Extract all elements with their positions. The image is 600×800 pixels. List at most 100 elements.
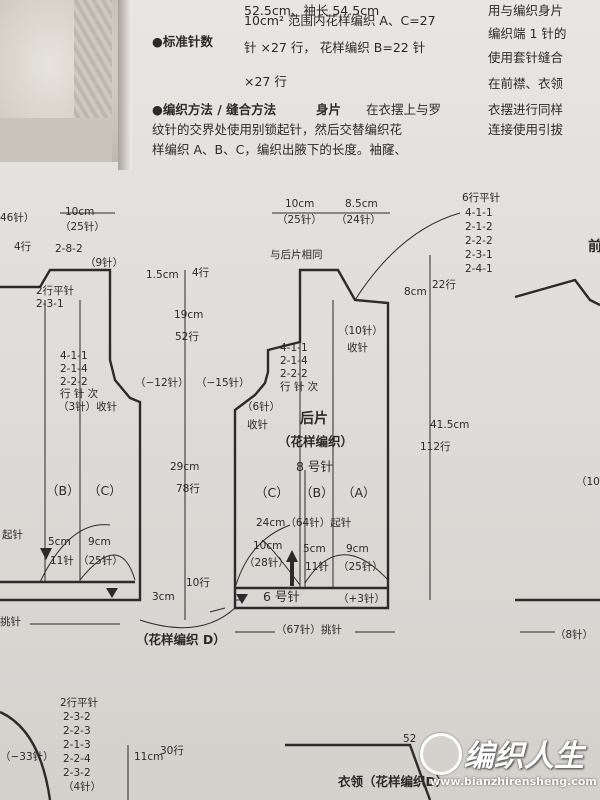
skirt	[0, 118, 112, 162]
shoulder-sched-4: 2-3-1	[465, 249, 493, 261]
method-part: 身片	[316, 102, 342, 117]
sleeve-sched-3: 2-1-3	[63, 739, 91, 751]
minus-15: （−15针）	[196, 377, 250, 389]
right-line-1: 用与编织身片	[488, 3, 564, 18]
front-shoulder: 2-8-2	[55, 243, 83, 255]
book-spine-shadow	[118, 0, 132, 170]
col-a: （A）	[342, 485, 376, 500]
sweater-sleeve	[74, 0, 112, 130]
dim-1: 1.5cm	[146, 269, 179, 281]
back-top-left-stitches: （25针）	[277, 214, 322, 226]
front-sched: 2-3-1	[36, 298, 64, 310]
back-top-right-width: 8.5cm	[345, 198, 378, 210]
gauge-line-3: ×27 行	[244, 74, 287, 89]
front-four-rows: 4行	[14, 241, 32, 253]
dec-right-count: （10针）	[338, 325, 383, 337]
back-piece-pattern: （花样编织）	[278, 434, 354, 449]
dim-3: 29cm	[170, 461, 200, 473]
gauge-line-1: 10cm² 范围内花样编织 A、C=27	[244, 13, 436, 28]
right-line-2: 编织端 1 针的	[488, 26, 567, 41]
total-height: 41.5cm	[430, 419, 470, 431]
watermark-logo-icon	[420, 733, 462, 775]
shoulder-sched-3: 2-2-2	[465, 235, 493, 247]
site-watermark: 编织人生 www.bianzhirensheng.com	[420, 725, 600, 800]
back-top-right-stitches: （24针）	[336, 214, 381, 226]
front-dec-0: 4-1-1	[60, 350, 88, 362]
gauge-label: ●标准针数	[152, 34, 213, 49]
right-front-label: 前	[588, 239, 600, 255]
right-ten: （10	[576, 476, 600, 488]
right-line-4: 在前襟、衣领	[488, 76, 564, 91]
sleeve-curve	[0, 710, 52, 800]
front-nine: （9针）	[85, 257, 124, 269]
shoulder-sched-5: 2-4-1	[465, 263, 493, 275]
same-as-back-label: 与后片相同	[270, 249, 323, 261]
dec-right-label: 收针	[347, 342, 368, 354]
sleeve-sched-1: 2-3-2	[63, 711, 91, 723]
right-line-5: 衣摆进行同样	[488, 102, 564, 117]
right-eight: （8针）	[555, 629, 594, 641]
shoulder-sched-0: 6行平针	[462, 192, 501, 204]
seg-mid-stitches: 11针	[305, 561, 329, 573]
cast-on: 24cm（64针）起针	[256, 517, 352, 529]
front-three-dec: （3针）收针	[58, 401, 118, 413]
front-dec-label: 行 针 次	[60, 388, 99, 400]
sleeve-minus-33: （−33针）	[0, 751, 54, 763]
watermark-name: 编织人生	[464, 739, 584, 774]
size-line: 52.5cm、袖长 54.5cm	[244, 3, 380, 18]
dec-left-count: （6针）	[242, 401, 281, 413]
front-pickup: 挑针	[0, 616, 21, 628]
dec-left-label: 收针	[247, 419, 268, 431]
front-dec-2: 2-2-2	[60, 376, 88, 388]
right-line-3: 使用套针缝合	[488, 50, 564, 65]
front-seg-mid-st: 11针	[50, 555, 74, 567]
sleeve-sched-4: 2-2-4	[63, 753, 91, 765]
watermark-url: www.bianzhirensheng.com	[430, 775, 597, 788]
front-width: 10cm	[65, 206, 95, 218]
front-seg-right-st: （25针）	[78, 555, 123, 567]
collar-outline	[285, 743, 432, 800]
sleeve-sched-0: 2行平针	[60, 697, 99, 709]
front-piece-outline	[0, 268, 142, 602]
seg-right-width: 9cm	[346, 543, 369, 555]
ribbing-plus: （+3针）	[338, 593, 385, 605]
front-col-c: （C）	[88, 483, 122, 498]
seg-right-stitches: （25针）	[338, 561, 383, 573]
sleeve-dim: 11cm	[134, 751, 164, 763]
col-c: （C）	[255, 485, 289, 500]
dim-4: 3cm	[152, 591, 175, 603]
right-line-6: 连接使用引拔	[488, 122, 564, 137]
back-pickup: （67针）挑针	[276, 624, 342, 636]
front-cast-label: 起针	[2, 529, 23, 541]
armhole-dec-3: 行 针 次	[280, 381, 319, 393]
sleeve-sched-2: 2-2-3	[63, 725, 91, 737]
minus-12: （−12针）	[135, 377, 189, 389]
method-label: ●编织方法 / 缝合方法	[152, 102, 277, 117]
ribbing-needle: 6 号针	[263, 589, 300, 604]
shoulder-sched-1: 4-1-1	[465, 207, 493, 219]
collar-number: 52	[403, 733, 417, 745]
front-top-stitches: 46针）	[0, 212, 35, 224]
pattern-d-label: （花样编织 D）	[136, 632, 226, 647]
total-rows: 112行	[420, 441, 451, 453]
sleeve-sched-5: 2-3-2	[63, 767, 91, 779]
sleeve-sched-6: （4针）	[63, 781, 102, 793]
method-line-3: 样编织 A、B、C，编织出腋下的长度。袖窿、	[152, 142, 407, 157]
shoulder-sched-2: 2-1-2	[465, 221, 493, 233]
collar-label: 衣领（花样编织D）	[338, 774, 449, 789]
back-needle-size: 8 号针	[296, 459, 333, 474]
method-line-2: 纹针的交界处使用别锁起针，然后交替编织花	[152, 122, 403, 137]
seg-left-stitches: （28针）	[244, 557, 289, 569]
dim-2: 19cm	[174, 309, 204, 321]
gauge-line-2: 针 ×27 行， 花样编织 B=22 针	[244, 40, 426, 55]
dim-3-rows: 78行	[176, 483, 200, 495]
neck-rows: 22行	[432, 279, 456, 291]
back-top-left-width: 10cm	[285, 198, 315, 210]
dim-2-rows: 52行	[175, 331, 199, 343]
seg-left-width: 10cm	[253, 540, 283, 552]
front-col-b: （B）	[46, 483, 80, 498]
model-photo	[0, 0, 125, 162]
front-width-stitches: （25针）	[60, 221, 105, 233]
seg-mid-width: 5cm	[303, 543, 326, 555]
